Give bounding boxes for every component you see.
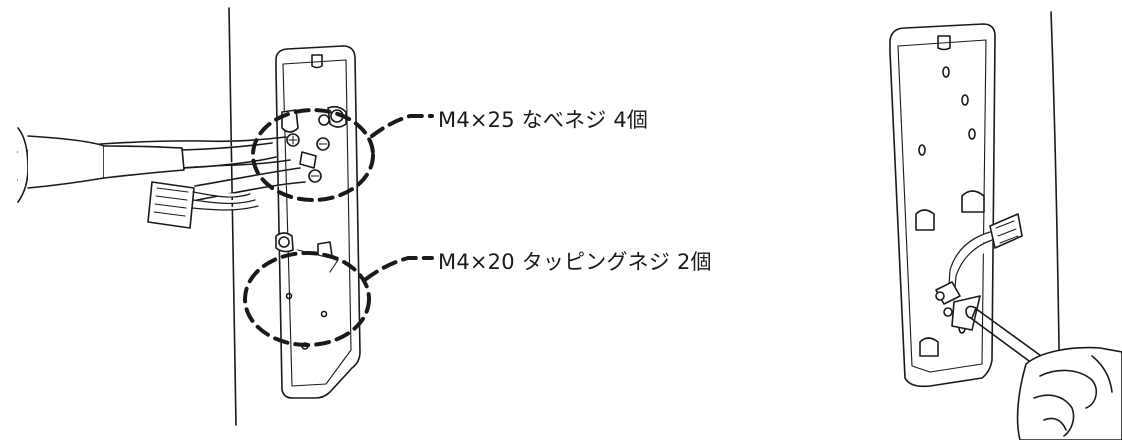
- back-plate-right-inner: [897, 39, 987, 373]
- wire-connector-left: [147, 181, 259, 229]
- screws-top-left: [281, 105, 347, 183]
- back-plate-left: [275, 45, 361, 399]
- hooks-right: [915, 190, 985, 357]
- hand-right: [1016, 346, 1122, 440]
- left-installation-view: [17, 7, 434, 426]
- back-plate-right: [889, 23, 996, 388]
- callout-dash-bottom: [243, 251, 434, 347]
- cable-bundle-left: [17, 127, 306, 203]
- callout-label-m4x20: M4×20 タッピングネジ 2個: [438, 250, 712, 274]
- right-installation-view: [889, 11, 1122, 440]
- callout-dash-top: [251, 108, 434, 202]
- back-plate-left-inner: [282, 59, 352, 387]
- wall-edge-left: [228, 7, 237, 426]
- callout-label-m4x25: M4×25 なべネジ 4個: [438, 108, 649, 132]
- plate-slot-left: [311, 54, 323, 69]
- plate-slot-right: [937, 35, 951, 51]
- wire-connector-right: [935, 213, 1023, 331]
